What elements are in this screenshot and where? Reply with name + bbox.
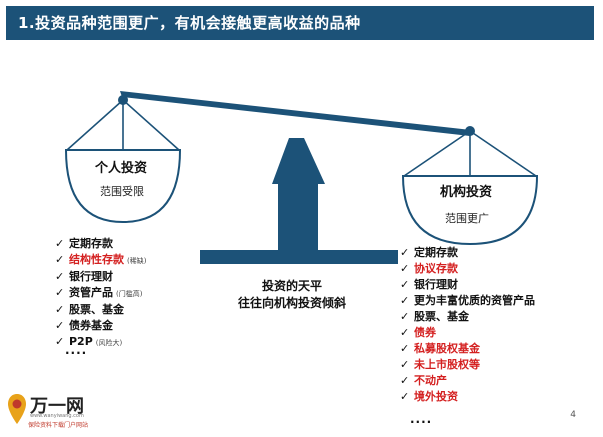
checkmark-icon: ✓ — [400, 294, 410, 307]
list-item: ✓ 定期存款 — [400, 245, 535, 261]
left-pan-title: 个人投资 — [95, 161, 148, 176]
checkmark-icon: ✓ — [400, 342, 410, 355]
center-caption: 投资的天平 往往向机构投资倾斜 — [212, 278, 372, 312]
list-item: ✓ 股票、基金 — [400, 309, 535, 325]
list-item-label: 结构性存款 — [69, 253, 124, 266]
checkmark-icon: ✓ — [400, 278, 410, 291]
right-pan-strings — [403, 130, 537, 177]
list-item: ✓ 更为丰富优质的资管产品 — [400, 293, 535, 309]
logo-pin-icon — [8, 394, 26, 424]
list-item-note: (稀缺) — [127, 257, 147, 265]
list-item-label: 协议存款 — [414, 262, 458, 275]
right-pan-subtitle: 范围更广 — [445, 212, 489, 225]
list-item: ✓ 债券基金 — [55, 318, 146, 334]
scale-base — [200, 250, 398, 264]
list-item-label: 资管产品 — [69, 286, 113, 299]
checkmark-icon: ✓ — [400, 262, 410, 275]
center-caption-line1: 投资的天平 — [261, 279, 322, 293]
center-caption-line2: 往往向机构投资倾斜 — [237, 296, 346, 310]
left-pan-subtitle: 范围受限 — [100, 185, 144, 198]
checkmark-icon: ✓ — [400, 246, 410, 259]
list-item: ✓ 不动产 — [400, 373, 535, 389]
list-item-label: P2P — [69, 335, 93, 348]
company-logo: 万一网 www.wanyiwang.com 保险资料下载门户网站 — [6, 392, 116, 432]
list-item-note: (门槛高) — [116, 290, 143, 298]
left-pan-strings — [66, 99, 180, 151]
list-item: ✓ 银行理财 — [55, 269, 146, 285]
list-item: ✓ 股票、基金 — [55, 302, 146, 318]
checkmark-icon: ✓ — [400, 358, 410, 371]
list-item-label: 境外投资 — [414, 390, 458, 403]
list-item: ✓ 未上市股权等 — [400, 357, 535, 373]
list-item-label: 定期存款 — [69, 237, 113, 250]
list-item: ✓ 资管产品(门槛高) — [55, 285, 146, 302]
checkmark-icon: ✓ — [55, 335, 65, 348]
personal-investment-list: ✓ 定期存款 ✓ 结构性存款(稀缺) ✓ 银行理财 ✓ 资管产品(门槛高) ✓ 股票、基金 ✓ 债券基… — [55, 236, 146, 351]
list-item: ✓ 境外投资 — [400, 389, 535, 405]
list-item-label: 银行理财 — [414, 278, 458, 291]
checkmark-icon: ✓ — [55, 253, 65, 266]
list-item: ✓ 债券 — [400, 325, 535, 341]
list-item-label: 债券 — [414, 326, 436, 339]
list-item: ✓ 协议存款 — [400, 261, 535, 277]
logo-url: www.wanyiwang.com — [30, 413, 84, 419]
slide-title: 1.投资品种范围更广，有机会接触更高收益的品种 — [6, 6, 594, 40]
left-pan-bowl — [64, 149, 182, 224]
list-item: ✓ 定期存款 — [55, 236, 146, 252]
checkmark-icon: ✓ — [400, 310, 410, 323]
checkmark-icon: ✓ — [55, 286, 65, 299]
list-item-label: 私募股权基金 — [414, 342, 480, 355]
list-item: ✓ P2P(风险大) — [55, 334, 146, 351]
list-item-label: 银行理财 — [69, 270, 113, 283]
right-pan-bowl — [401, 175, 539, 246]
list-item-label: 股票、基金 — [69, 303, 124, 316]
list-item-label: 债券基金 — [69, 319, 113, 332]
scale-pillar — [272, 138, 325, 250]
list-item-note: (风险大) — [95, 339, 123, 347]
checkmark-icon: ✓ — [400, 374, 410, 387]
list-item-label: 股票、基金 — [414, 310, 469, 323]
checkmark-icon: ✓ — [400, 326, 410, 339]
checkmark-icon: ✓ — [400, 390, 410, 403]
checkmark-icon: ✓ — [55, 270, 65, 283]
right-pan-title: 机构投资 — [440, 185, 493, 200]
page-number: 4 — [570, 410, 576, 420]
list-item: ✓ 结构性存款(稀缺) — [55, 252, 146, 269]
checkmark-icon: ✓ — [55, 319, 65, 332]
institutional-investment-list: ✓ 定期存款 ✓ 协议存款 ✓ 银行理财 ✓ 更为丰富优质的资管产品 ✓ 股票、基金 ✓ 债券 ✓ 私募股… — [400, 245, 535, 405]
logo-name: 万一网 — [30, 396, 84, 417]
right-more-ellipsis: .... — [410, 412, 433, 426]
scale-beam — [120, 91, 471, 136]
checkmark-icon: ✓ — [55, 303, 65, 316]
list-item-label: 定期存款 — [414, 246, 458, 259]
list-item: ✓ 私募股权基金 — [400, 341, 535, 357]
list-item-label: 未上市股权等 — [414, 358, 480, 371]
left-more-ellipsis: .... — [65, 343, 88, 357]
checkmark-icon: ✓ — [55, 237, 65, 250]
list-item: ✓ 银行理财 — [400, 277, 535, 293]
list-item-label: 更为丰富优质的资管产品 — [414, 294, 535, 307]
logo-tagline: 保险资料下载门户网站 — [28, 422, 89, 429]
list-item-label: 不动产 — [414, 374, 447, 387]
